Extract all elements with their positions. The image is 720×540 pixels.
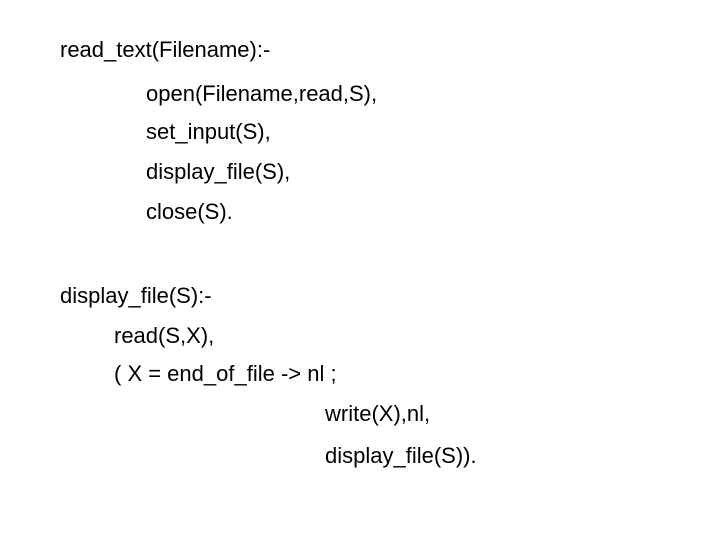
- clause-head-display-file: display_file(S):-: [60, 283, 212, 308]
- code-line-read: read(S,X),: [114, 323, 215, 348]
- clause-head-read-text: read_text(Filename):-: [60, 37, 271, 62]
- code-line-write: write(X),nl,: [325, 401, 431, 426]
- code-line-condition: ( X = end_of_file -> nl ;: [114, 361, 337, 386]
- code-line-recursive-call: display_file(S)).: [325, 443, 477, 468]
- code-line-open: open(Filename,read,S),: [146, 81, 378, 106]
- code-line-set-input: set_input(S),: [146, 119, 271, 144]
- code-line-display-file-call: display_file(S),: [146, 159, 291, 184]
- code-line-close: close(S).: [146, 199, 233, 224]
